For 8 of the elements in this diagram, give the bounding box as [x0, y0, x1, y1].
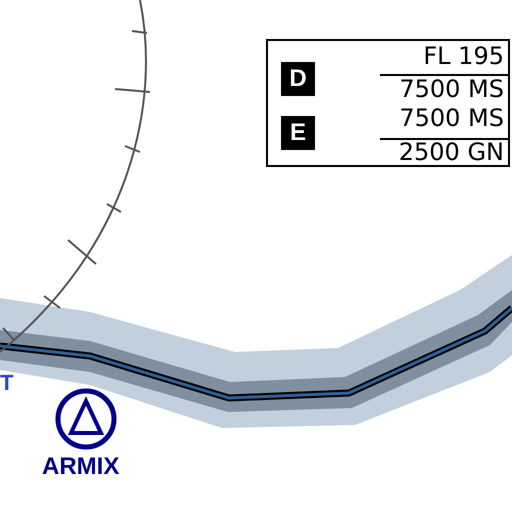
route-label: T: [0, 372, 14, 394]
altitude-limit: 7500 MS: [399, 106, 504, 130]
airspace-class-badge: D: [281, 62, 315, 96]
altitude-limit: 7500 MS: [399, 77, 504, 101]
waypoint-name: ARMIX: [42, 455, 120, 479]
altitude-limit: 2500 GN: [398, 140, 504, 164]
altitude-limit: FL 195: [423, 44, 504, 68]
airspace-class-badge: E: [281, 116, 315, 150]
